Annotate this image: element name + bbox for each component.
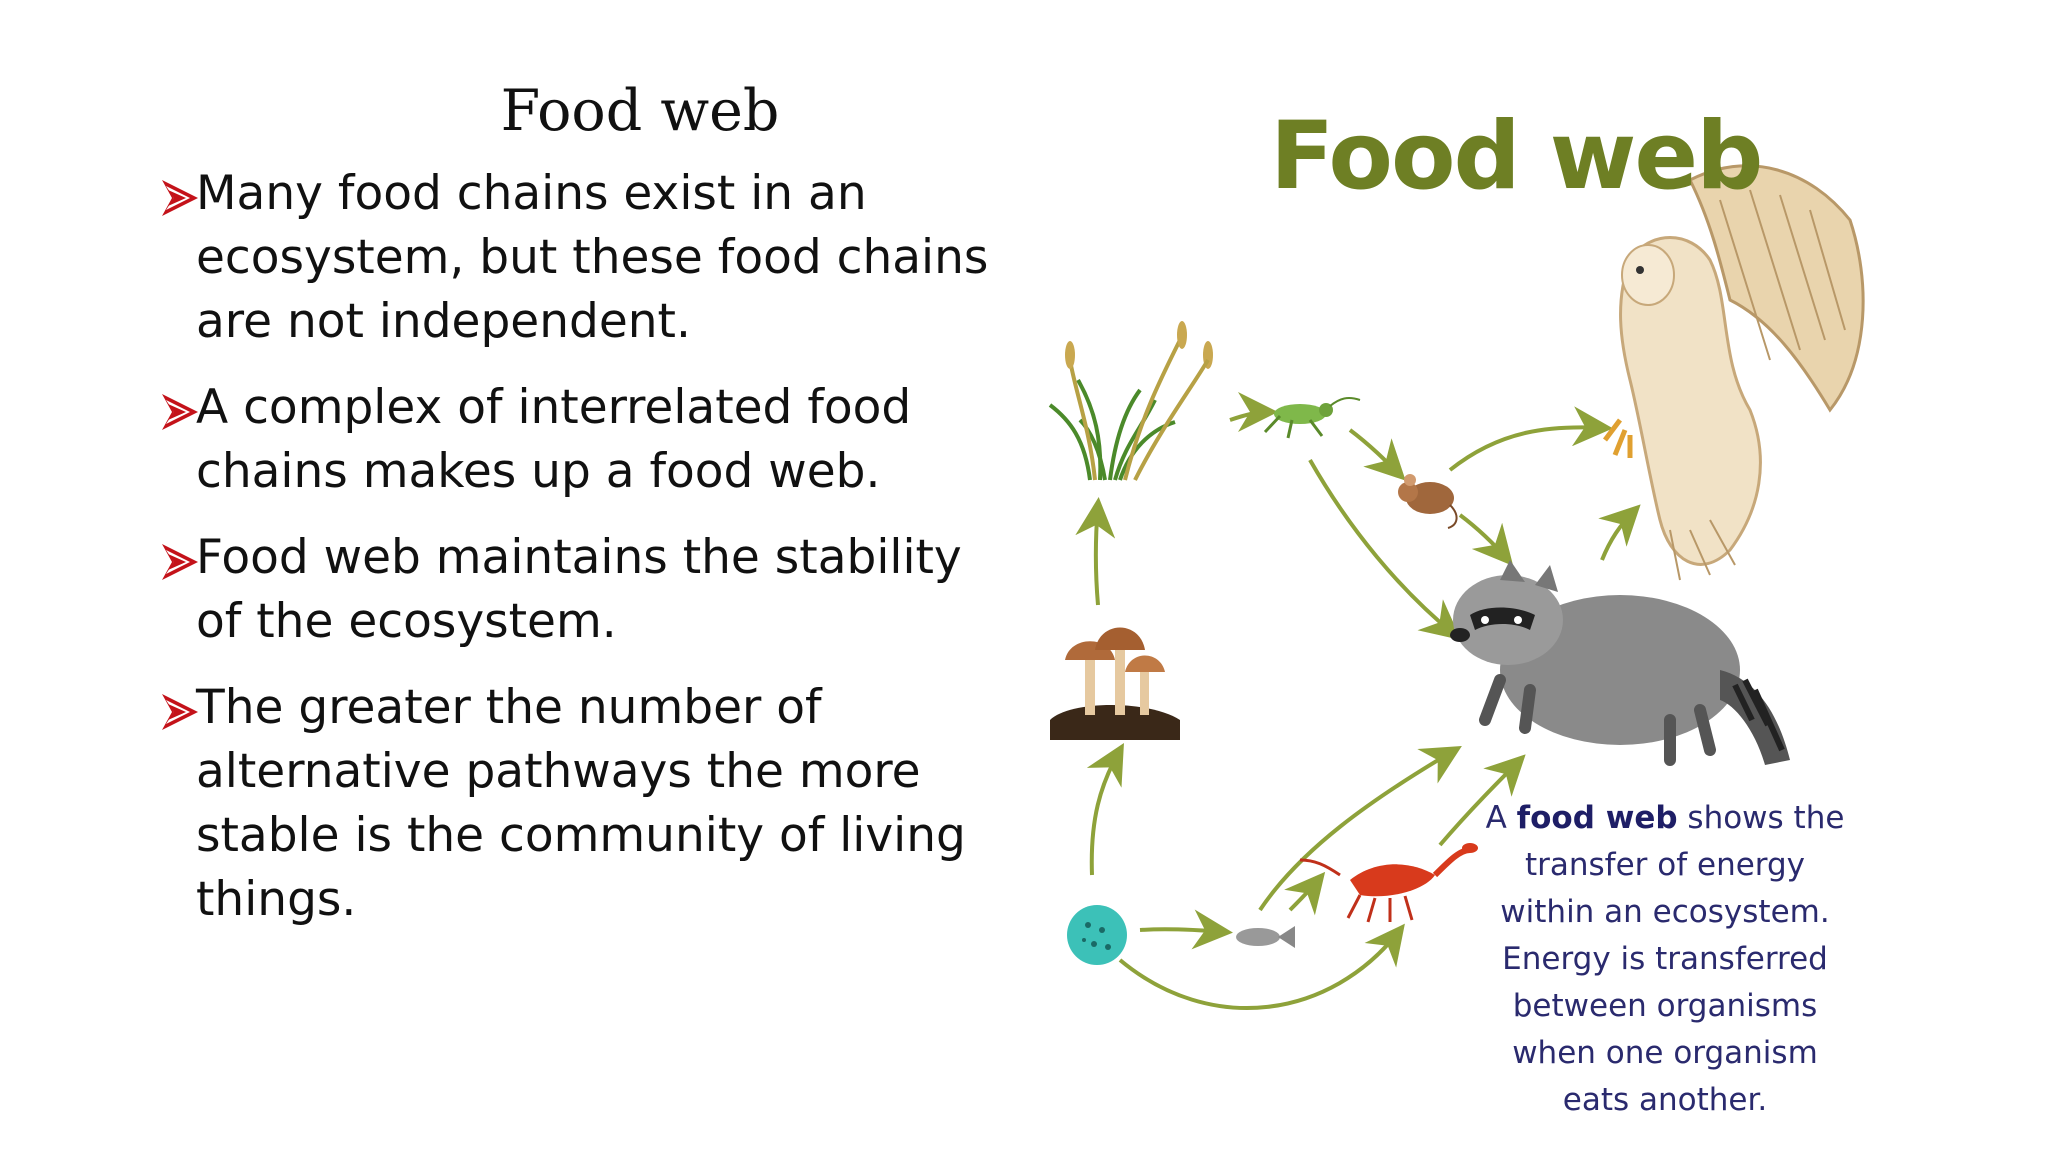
bullet-item: A complex of interrelated food chains ma…: [160, 376, 1020, 504]
arrow-fish-crayfish: [1284, 871, 1326, 916]
mouse-icon: [1398, 474, 1458, 529]
bullet-text: A complex of interrelated food chains ma…: [196, 380, 912, 499]
arrow-algae-fish: [1139, 909, 1233, 950]
energy-arrows: [1075, 392, 1641, 1010]
mushroom-icon: [1050, 627, 1180, 740]
slide-title: Food web: [500, 78, 780, 144]
arrow-bullet-icon: [162, 694, 198, 730]
arrow-algae-crayfish: [1118, 923, 1405, 1010]
arrow-bullet-icon: [162, 180, 198, 216]
arrow-bullet-icon: [162, 544, 198, 580]
figure-caption: A food web shows the transfer of energy …: [1485, 795, 1845, 1124]
food-web-diagram: [1048, 164, 1865, 1010]
food-web-figure: Food web A food web shows the transfer o…: [1030, 60, 1910, 1118]
bullet-item: Many food chains exist in an ecosystem, …: [160, 162, 1020, 354]
arrow-mushroom-grass: [1075, 497, 1116, 606]
arrow-fish-raccoon: [1258, 745, 1462, 912]
grass-icon: [1048, 321, 1213, 481]
arrow-grasshopper-mouse: [1348, 428, 1406, 481]
arrow-bullet-icon: [162, 394, 198, 430]
caption-prefix: A: [1485, 800, 1517, 836]
bullet-item: Food web maintains the stability of the …: [160, 526, 1020, 654]
arrow-raccoon-owl: [1598, 504, 1641, 561]
fish-icon: [1236, 926, 1295, 948]
bullet-text: Food web maintains the stability of the …: [196, 530, 962, 649]
arrow-mouse-raccoon: [1458, 513, 1514, 567]
crayfish-icon: [1299, 843, 1478, 923]
arrow-algae-mushroom: [1086, 743, 1124, 876]
owl-icon: [1603, 164, 1865, 581]
bullet-text: Many food chains exist in an ecosystem, …: [196, 166, 989, 349]
grasshopper-icon: [1263, 397, 1361, 439]
algae-icon: [1067, 905, 1127, 965]
arrow-crayfish-raccoon: [1438, 754, 1526, 847]
caption-rest: shows the transfer of energy within an e…: [1500, 800, 1845, 1118]
bullet-item: The greater the number of alternative pa…: [160, 676, 1020, 932]
raccoon-icon: [1450, 560, 1790, 766]
arrow-grasshopper-raccoon: [1308, 459, 1462, 641]
bullet-text: The greater the number of alternative pa…: [196, 680, 966, 927]
bullet-list: Many food chains exist in an ecosystem, …: [160, 162, 1020, 954]
arrow-mouse-owl: [1448, 406, 1613, 472]
figure-title: Food web: [1270, 102, 1763, 211]
arrow-grass-grasshopper: [1229, 392, 1278, 433]
caption-bold: food web: [1516, 800, 1678, 836]
